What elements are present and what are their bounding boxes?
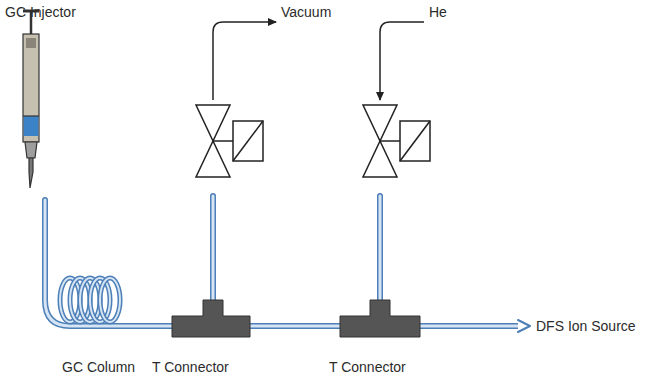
part-label: DFS Ion Source [536, 318, 636, 334]
part-label: GC Column [62, 359, 135, 375]
part-label: T Connector [329, 359, 406, 375]
part-label: GC Injector [5, 4, 76, 20]
flow-label: Vacuum [281, 4, 331, 20]
solenoid-valve [196, 105, 430, 177]
flow-arrow [213, 22, 424, 100]
flow-label: He [429, 4, 447, 20]
tubing [45, 196, 530, 332]
syringe [23, 11, 39, 188]
t-connector [172, 300, 420, 337]
part-label: T Connector [152, 359, 229, 375]
